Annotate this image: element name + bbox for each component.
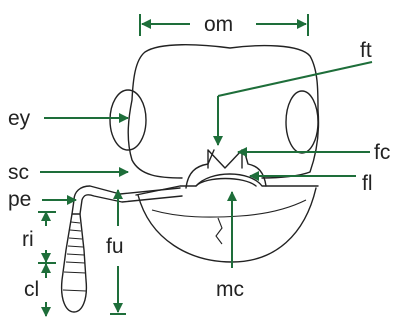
om-marker <box>139 14 309 36</box>
mandibles-outline <box>137 187 317 263</box>
label-ey: ey <box>8 107 31 130</box>
antenna-segments <box>62 221 87 292</box>
mandible-suture <box>215 217 223 245</box>
label-cl: cl <box>24 278 39 301</box>
ft-leader <box>217 61 373 97</box>
left-eye <box>109 89 147 151</box>
antenna-scape <box>71 185 183 215</box>
label-ri: ri <box>22 228 34 251</box>
right-eye <box>285 90 319 154</box>
antenna-funiculus <box>60 213 88 313</box>
label-sc: sc <box>8 161 29 184</box>
label-mc: mc <box>216 278 244 301</box>
mouth-cavity <box>195 177 257 187</box>
label-fc: fc <box>374 141 390 164</box>
label-pe: pe <box>8 188 31 211</box>
label-fl: fl <box>362 172 373 195</box>
mandible-line <box>151 199 307 218</box>
label-fu: fu <box>106 235 124 258</box>
head-capsule-outline <box>127 44 320 179</box>
label-ft: ft <box>360 39 372 62</box>
clypeus-outline <box>185 149 267 189</box>
label-om: om <box>204 13 233 36</box>
